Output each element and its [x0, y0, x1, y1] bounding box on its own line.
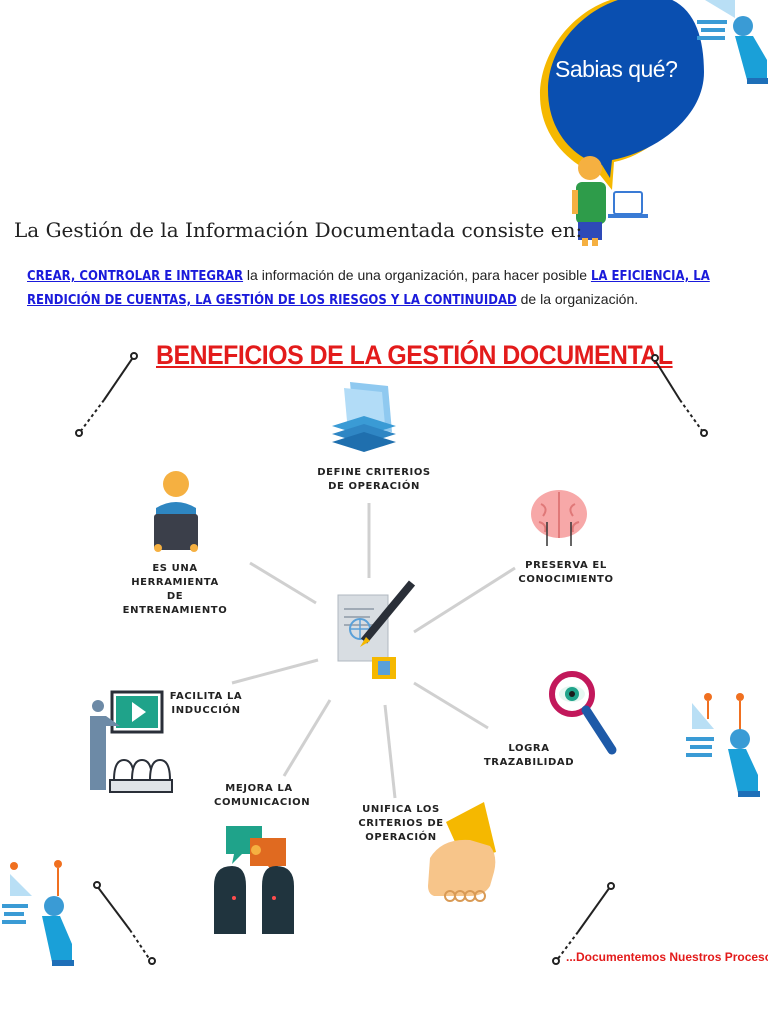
benefit-herramienta-label: ES UNA HERRAMIENTA DE ENTRENAMIENTO	[122, 563, 228, 616]
benefit-define-label: DEFINE CRITERIOS DE OPERACIÓN	[317, 467, 431, 492]
touch-tech-icon	[2, 860, 74, 966]
intro-paragraph: CREAR, CONTROLAR E INTEGRAR la informaci…	[27, 264, 737, 312]
kid-laptop-icon	[572, 156, 648, 246]
intro-heading: La Gestión de la Información Documentada…	[14, 218, 583, 242]
benefit-comunicacion-label: MEJORA LA COMUNICACION	[214, 783, 311, 808]
paragraph-text-1: la información de una organización, para…	[243, 267, 591, 283]
highlight-crear: CREAR, CONTROLAR E INTEGRAR	[27, 269, 244, 284]
benefit-induccion-label: FACILITA LA INDUCCIÓN	[169, 691, 243, 716]
paragraph-text-2: de la organización.	[516, 291, 639, 307]
touch-tech-icon	[686, 693, 760, 797]
benefit-trazabilidad-label: LOGRA TRAZABILIDAD	[483, 743, 575, 768]
chat-heads-icon	[214, 826, 294, 934]
magnifier-eye-icon	[549, 671, 617, 755]
touch-tech-icon	[697, 0, 768, 84]
footer-tagline: ...Documentemos Nuestros Procesos	[566, 950, 768, 964]
handshake-icon	[428, 802, 496, 902]
paper-stack-icon	[332, 382, 396, 452]
bubble-text: Sabias qué?	[555, 56, 678, 82]
page-title: BENEFICIOS DE LA GESTIÓN DOCUMENTAL	[156, 340, 673, 370]
highlight-eficiencia: LA EFICIENCIA, LA RENDICIÓN DE CUENTAS, …	[27, 269, 710, 308]
benefit-preserva-label: PRESERVA EL CONOCIMIENTO	[518, 560, 614, 585]
brain-icon	[531, 490, 587, 546]
benefit-unifica-label: UNIFICA LOS CRITERIOS DE OPERACIÓN	[358, 804, 444, 843]
person-laptop-icon	[154, 471, 198, 552]
document-pen-icon	[337, 580, 416, 679]
presentation-icon	[90, 690, 173, 793]
